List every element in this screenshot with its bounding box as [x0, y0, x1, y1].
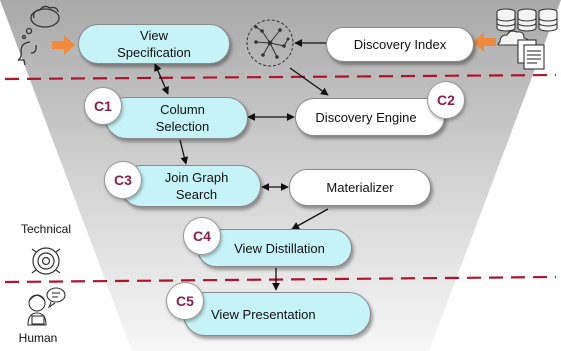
badge-c1: C1	[84, 87, 122, 125]
badge-c5: C5	[166, 282, 204, 320]
column-selection-line-1: Column	[160, 102, 205, 117]
column-selection-line-2: Selection	[155, 119, 210, 134]
human-label: Human	[18, 331, 58, 345]
arrow-column-join	[179, 139, 189, 165]
view-presentation-label: View Presentation	[211, 306, 316, 322]
discovery-engine-label: Discovery Engine	[315, 109, 417, 125]
join-graph-line-1: Join Graph	[164, 170, 229, 185]
discovery-engine-node: Discovery Engine	[295, 98, 445, 136]
divider-top	[4, 73, 557, 81]
thinking-person-icon	[17, 5, 60, 66]
view-presentation-node: View Presentation	[183, 292, 371, 336]
arrow-graph-engine	[289, 67, 329, 96]
input-arrow-right	[473, 32, 496, 52]
view-spec-line-2: Specification	[117, 45, 191, 60]
chat-person-icon	[27, 287, 66, 326]
database-documents-icon	[496, 8, 558, 70]
discovery-index-node: Discovery Index	[326, 27, 474, 62]
divider-bottom	[4, 275, 557, 284]
join-graph-line-2: Search	[175, 187, 218, 202]
view-spec-line-1: View	[140, 28, 168, 43]
technical-label: Technical	[20, 222, 72, 236]
discovery-index-label: Discovery Index	[353, 37, 447, 52]
network-graph-icon	[246, 19, 294, 67]
input-arrow-left	[52, 35, 75, 55]
arrow-materializer-distillation	[291, 208, 329, 230]
arrow-spec-column	[154, 63, 169, 95]
materializer-node: Materializer	[289, 169, 431, 206]
badge-c4: C4	[183, 217, 221, 255]
badge-c2: C2	[427, 81, 465, 119]
materializer-label: Materializer	[326, 180, 394, 195]
view-distillation-node: View Distillation	[197, 229, 352, 267]
gear-icon	[31, 247, 61, 275]
view-distillation-label: View Distillation	[234, 240, 325, 256]
badge-c3: C3	[104, 161, 142, 199]
connector-arrows	[154, 39, 329, 291]
